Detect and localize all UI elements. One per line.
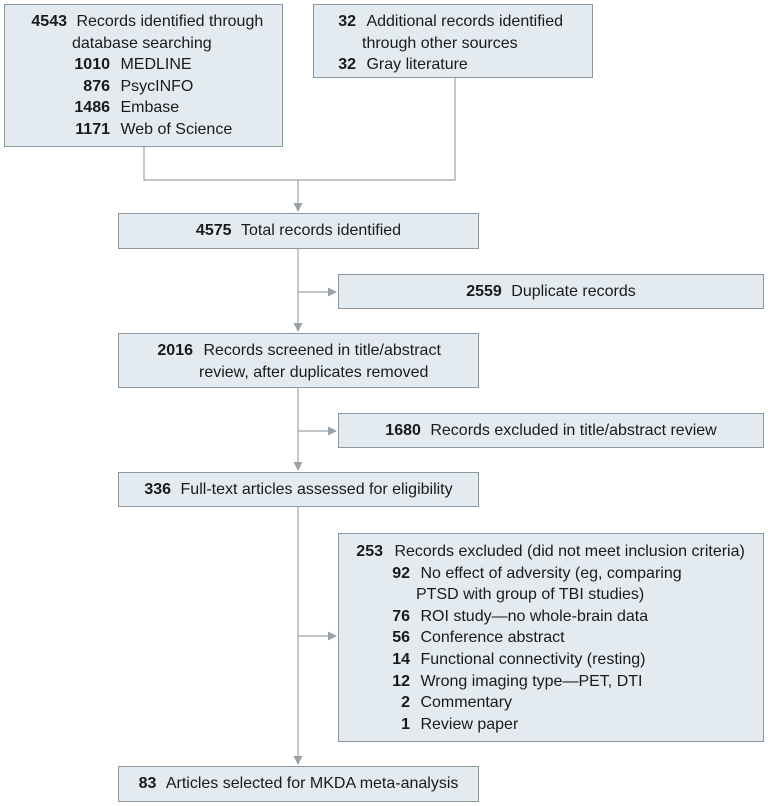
fulltext-label: Full-text articles assessed for eligibil… [180,480,453,498]
fulltext-count: 336 [144,480,172,498]
total-label: Total records identified [240,222,402,240]
item-label: Web of Science [120,121,233,138]
exclusion-reason: 76 ROI study—no whole-brain data [339,606,648,628]
item-count: 1171 [75,121,110,138]
total-records-box: 4575 Total records identified [118,213,479,249]
exclusion-reason: 56 Conference abstract [339,627,565,649]
database-item: 1010 MEDLINE [5,54,192,76]
item-count: 876 [83,77,110,95]
screened-label: Records screened in title/abstract [203,342,441,359]
database-label: Records identified through [76,13,264,30]
excluded-title-box: 1680 Records excluded in title/abstract … [338,413,764,448]
item-label: Gray literature [366,56,468,74]
reason-count: 14 [392,651,410,668]
reason-label: Wrong imaging type—PET, DTI [420,672,643,690]
other-label: Additional records identified [366,13,564,30]
exclusion-reason: 92 No effect of adversity (eg, comparing [339,563,682,585]
other-sources-box: 32 Additional records identified through… [313,4,593,78]
database-item: 1486 Embase [5,97,179,119]
reason-label: ROI study—no whole-brain data [420,607,649,625]
reason-count: 12 [392,672,410,690]
item-count: 1486 [74,99,110,117]
duplicates-label: Duplicate records [511,282,636,300]
excluded-full-count: 253 [356,543,383,560]
reason-count: 76 [392,607,410,625]
screened-records-box: 2016 Records screened in title/abstract … [118,333,479,388]
exclusion-reason: 1 Review paper [339,714,518,736]
duplicate-records-box: 2559 Duplicate records [338,274,764,309]
reason-label-cont: PTSD with group of TBI studies) [416,586,645,604]
database-total-count: 4543 [31,13,67,30]
connector-other-merge [298,78,456,181]
other-total-count: 32 [338,13,356,30]
item-label: PsycINFO [120,77,194,95]
reason-label: Functional connectivity (resting) [420,651,646,668]
item-count: 1010 [74,56,110,74]
excluded-full-label: Records excluded (did not meet inclusion… [394,543,745,560]
screened-count: 2016 [157,342,193,359]
reason-label: Conference abstract [420,629,565,647]
selected-articles-box: 83 Articles selected for MKDA meta-analy… [118,766,479,802]
total-count: 4575 [195,222,232,240]
exclusion-reason: 14 Functional connectivity (resting) [339,649,645,671]
database-label-cont: database searching [72,34,212,52]
reason-count: 92 [392,564,410,582]
duplicates-count: 2559 [466,282,502,300]
item-label: MEDLINE [120,56,192,74]
exclusion-reason: 2 Commentary [339,692,512,714]
fulltext-box: 336 Full-text articles assessed for elig… [118,472,479,507]
reason-count: 1 [401,715,410,733]
reason-count: 56 [392,629,410,647]
database-item: 876 PsycINFO [5,76,193,98]
database-search-box: 4543 Records identified through database… [4,4,283,147]
database-item: 1171 Web of Science [5,119,232,141]
other-item: 32 Gray literature [314,54,468,76]
excluded-title-count: 1680 [385,421,421,439]
excluded-title-label: Records excluded in title/abstract revie… [430,421,717,439]
screened-label-cont: review, after duplicates removed [199,363,429,381]
reason-count: 2 [401,694,410,712]
item-count: 32 [338,56,356,74]
exclusion-reason: 12 Wrong imaging type—PET, DTI [339,671,642,693]
excluded-full-box: 253 Records excluded (did not meet inclu… [338,533,764,742]
connector-database-merge [143,147,298,181]
item-label: Embase [120,99,180,117]
selected-label: Articles selected for MKDA meta-analysis [165,775,459,793]
reason-label: Commentary [420,694,513,712]
selected-count: 83 [138,775,157,793]
reason-label: Review paper [420,715,519,733]
other-label-cont: through other sources [362,34,518,52]
reason-label: No effect of adversity (eg, comparing [420,564,682,582]
